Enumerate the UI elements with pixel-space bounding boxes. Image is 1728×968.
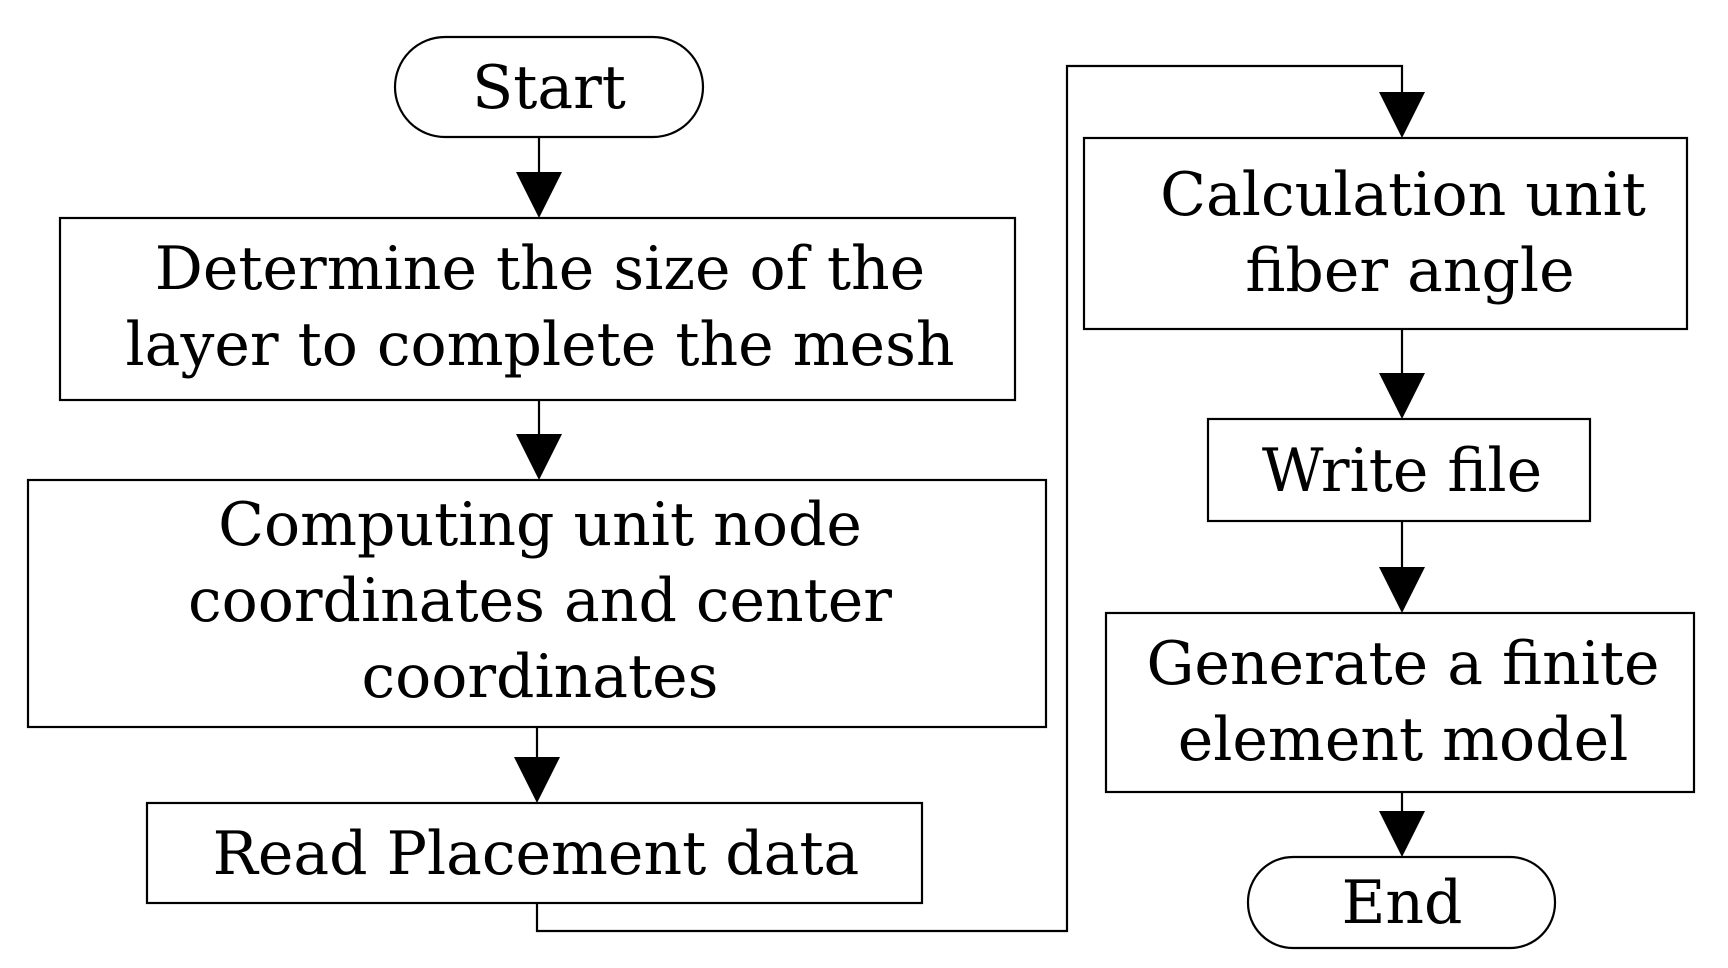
write-shape <box>1206 417 1592 523</box>
computing-label-line-1: Computing unit node <box>218 490 862 560</box>
arrowhead-write-generate <box>1379 567 1425 613</box>
connector-read-calculation <box>535 64 1404 933</box>
write-label: Write file <box>1262 436 1542 506</box>
arrowhead-read-calculation <box>1379 92 1425 138</box>
start-shape <box>393 35 705 139</box>
arrowhead-determine-computing <box>516 434 562 480</box>
start-label: Start <box>472 53 626 123</box>
read-shape <box>145 801 924 905</box>
connectors <box>514 64 1425 933</box>
end-shape <box>1246 855 1557 950</box>
calculation-node: Calculation unit fiber angle <box>1082 136 1689 331</box>
start-node: Start <box>393 35 705 139</box>
determine-label-line-1: Determine the size of the <box>155 234 925 304</box>
generate-label-line-1: Generate a finite <box>1146 629 1659 699</box>
determine-node: Determine the size of the layer to compl… <box>58 216 1017 402</box>
end-node: End <box>1246 855 1557 950</box>
write-node: Write file <box>1206 417 1592 523</box>
read-node: Read Placement data <box>145 801 924 905</box>
calculation-shape <box>1082 136 1689 331</box>
arrowhead-calculation-write <box>1379 373 1425 419</box>
calculation-label-line-1: Calculation unit <box>1160 160 1646 230</box>
computing-node: Computing unit node coordinates and cent… <box>26 478 1048 729</box>
generate-label-line-2: element model <box>1178 705 1629 775</box>
arrowhead-generate-end <box>1379 811 1425 857</box>
computing-label-line-3: coordinates <box>362 642 719 712</box>
determine-shape <box>58 216 1017 402</box>
determine-label-line-2: layer to complete the mesh <box>125 310 954 380</box>
computing-shape <box>26 478 1048 729</box>
read-label: Read Placement data <box>213 819 860 889</box>
calculation-label-line-2: fiber angle <box>1245 236 1574 306</box>
generate-node: Generate a finite element model <box>1104 611 1696 794</box>
arrowhead-computing-read <box>514 757 560 803</box>
computing-label-line-2: coordinates and center <box>188 566 892 636</box>
generate-shape <box>1104 611 1696 794</box>
arrowhead-start-determine <box>516 172 562 218</box>
end-label: End <box>1342 868 1463 938</box>
